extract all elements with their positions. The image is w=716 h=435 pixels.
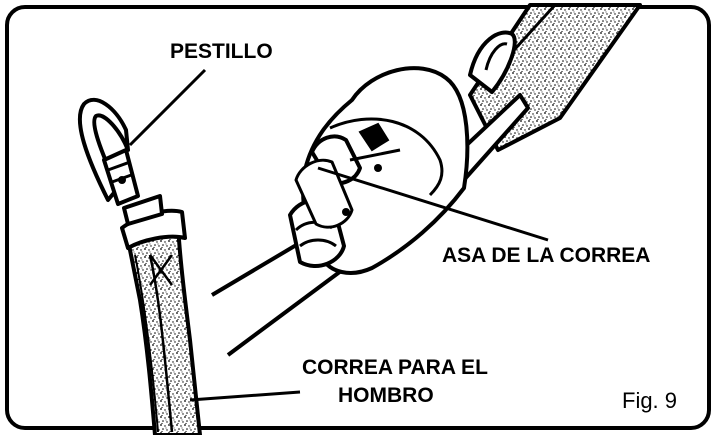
- shoulder-strap-leader-line: [189, 390, 301, 402]
- latch-clip: [77, 97, 140, 206]
- wand-handle: [210, 3, 642, 357]
- latch-leader-line: [128, 68, 207, 147]
- shoulder-strap-label-line2: HOMBRO: [338, 384, 434, 407]
- strap-handle-leader-line: [317, 166, 549, 242]
- shoulder-strap: [120, 194, 202, 435]
- figure-number-label: Fig. 9: [622, 388, 677, 413]
- shoulder-strap-label-line1: CORREA PARA EL: [302, 356, 488, 379]
- latch-label: PESTILLO: [170, 40, 273, 63]
- strap-handle-label: ASA DE LA CORREA: [442, 244, 650, 267]
